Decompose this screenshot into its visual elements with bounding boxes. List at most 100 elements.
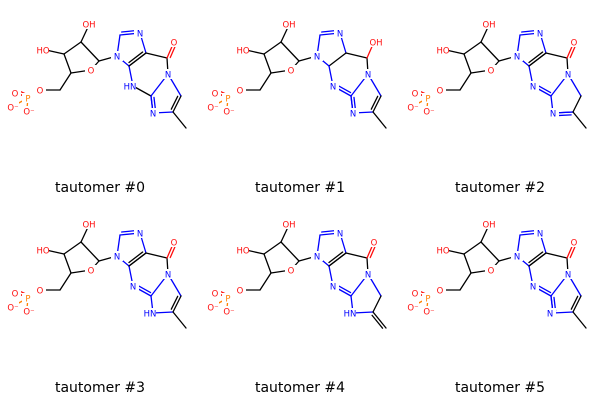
- ester-oxygen-label-bg: [234, 85, 246, 95]
- ribose-bond: [280, 241, 300, 262]
- imidazole-bond: [328, 52, 347, 67]
- pyrimidine-double-bond: [128, 252, 147, 267]
- nitrogen-label-bg: [111, 51, 123, 61]
- ester-oxygen-label-bg: [234, 285, 246, 295]
- carbonyl-oxygen-label-bg: [168, 237, 180, 247]
- ribose-bond: [263, 241, 282, 255]
- hydroxyl-label: HO: [436, 47, 449, 57]
- nitrogen-label: N: [165, 271, 171, 281]
- nitrogen-label: N: [365, 271, 371, 281]
- nitrogen-label: N: [114, 53, 120, 63]
- nitrogen-label-bg: [527, 81, 539, 91]
- nitrogen-label-bg: [562, 69, 574, 79]
- ester-oxygen-label-bg: [34, 285, 46, 295]
- tautomer-caption: tautomer #5: [454, 380, 546, 396]
- fused-ring-bond: [352, 311, 374, 314]
- tautomer-caption: tautomer #1: [254, 180, 346, 196]
- nitrogen-label-bg: [147, 108, 159, 118]
- ring-oxygen-label-bg: [485, 65, 497, 75]
- hydroxyl-label-bg: [237, 45, 249, 55]
- methyl-bond: [372, 111, 387, 129]
- phosphorus-label: P: [25, 95, 30, 105]
- pyrimidine-double-bond: [528, 51, 544, 64]
- fused-ring-bond: [152, 311, 174, 314]
- nitrogen-label-bg: [544, 308, 556, 318]
- nitrogen-label-bg: [124, 81, 136, 91]
- fused-ring-double-bond: [370, 95, 379, 110]
- ester-oxygen-label: O: [237, 287, 244, 297]
- phosphate-o-minus-label: O⁻: [407, 304, 418, 314]
- ribose-bond: [63, 241, 82, 255]
- hydroxyl-label: HO: [236, 247, 249, 257]
- nitrogen-label-bg: [134, 228, 146, 238]
- phosphorus-label-bg: [422, 93, 434, 103]
- hydroxyl-label-bg: [283, 19, 295, 29]
- nitrogen-label: N: [547, 310, 553, 320]
- ring-oxygen-label: O: [288, 267, 295, 277]
- nitrogen-label-bg: [362, 269, 374, 279]
- fused-ring-double-bond: [172, 295, 182, 313]
- phosphate-oxo-label: O: [12, 90, 19, 100]
- pyrimidine-bond: [345, 52, 368, 59]
- fused-ring-double-bond: [170, 95, 179, 110]
- nitrogen-label-bg: [162, 69, 174, 79]
- phosphate-o-minus-label: O⁻: [7, 304, 18, 314]
- ribose-bond: [463, 41, 482, 55]
- phosphate-o-minus-label: O⁻: [423, 308, 434, 318]
- methyl-bond: [572, 111, 587, 129]
- pyrimidine-double-bond: [528, 252, 547, 267]
- phosphate-o-minus-label-bg: [223, 306, 235, 316]
- ribose-bond: [63, 41, 82, 55]
- phosphate-oxo-label-bg: [9, 88, 21, 98]
- ester-oxygen-label: O: [37, 87, 44, 97]
- carbonyl-oxygen-label: O: [371, 239, 378, 249]
- nitrogen-label-bg: [311, 251, 323, 261]
- fused-ring-double-bond: [572, 295, 582, 313]
- ring-oxygen-label: O: [88, 67, 95, 77]
- nitrogen-label-bg: [334, 28, 346, 38]
- hydroxyl-label-bg: [483, 19, 495, 29]
- fused-ring-double-bond: [372, 95, 382, 113]
- phosphate-o-minus-label: O⁻: [407, 104, 418, 114]
- ribose-bond: [263, 253, 272, 274]
- phosphate-o-minus-label-bg: [207, 102, 219, 112]
- sugar-bond: [459, 72, 472, 91]
- sugar-bond: [459, 272, 472, 291]
- nitrogen-label: N: [514, 53, 520, 63]
- pyrimidine-bond: [545, 252, 568, 259]
- nitrogen-label: N: [550, 110, 556, 120]
- carbonyl-oxygen-label: O: [171, 239, 178, 249]
- nitrogen-label: N: [565, 271, 571, 281]
- ester-oxygen-label-bg: [434, 85, 446, 95]
- ring-oxygen-label-bg: [285, 65, 297, 75]
- enol-hydroxyl-label-bg: [370, 37, 382, 47]
- nitrogen-label-bg: [547, 108, 559, 118]
- phosphate-o-minus-label: O⁻: [23, 108, 34, 118]
- pyrimidine-bond: [545, 52, 568, 59]
- ring-oxygen-label: O: [488, 67, 495, 77]
- pyrimidine-bond: [345, 252, 368, 259]
- nitrogen-label-bg: [344, 308, 356, 318]
- nitrogen-label: N: [337, 30, 343, 40]
- phosphate-o-minus-label-bg: [423, 306, 435, 316]
- phosphate-o-minus-label: O⁻: [223, 308, 234, 318]
- pyrimidine-double-bond: [328, 251, 344, 264]
- pyrimidine-double-bond: [128, 251, 144, 264]
- hydroxyl-label-bg: [37, 45, 49, 55]
- nitrogen-label-bg: [111, 251, 123, 261]
- nitrogen-label-bg: [127, 281, 139, 291]
- nitrogen-label: N: [137, 230, 143, 240]
- ribose-bond: [463, 53, 472, 74]
- phosphate-oxo-label-bg: [209, 88, 221, 98]
- nitrogen-label-bg: [534, 228, 546, 238]
- nitrogen-label: N: [130, 283, 136, 293]
